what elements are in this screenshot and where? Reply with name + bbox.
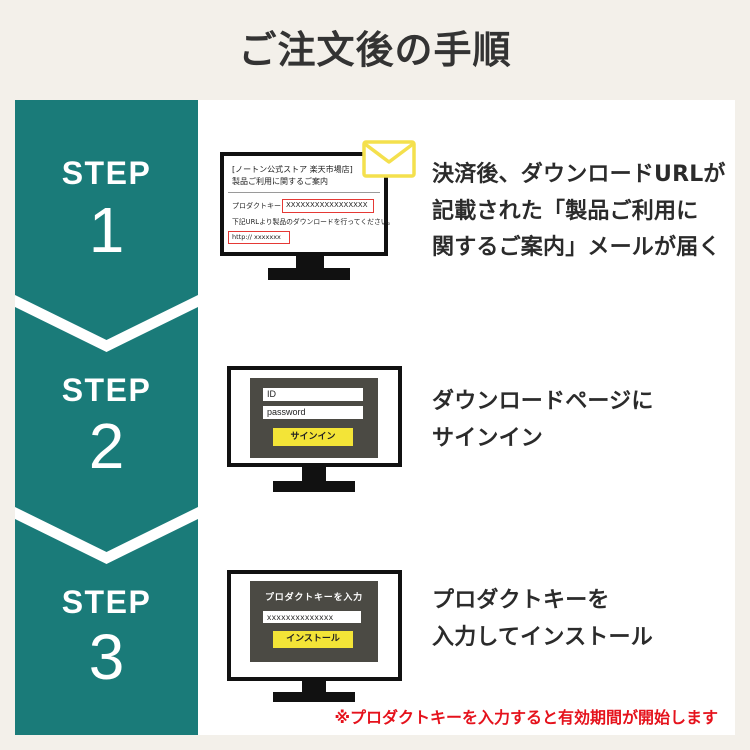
step-3-band (15, 519, 198, 735)
install-key-field: xxxxxxxxxxxxxx (263, 611, 361, 623)
install-heading: プロダクトキーを入力 (264, 593, 363, 603)
step-1-label: STEP (61, 155, 152, 191)
step-1-number: 1 (88, 194, 125, 266)
email-subject: 製品ご利用に関するご案内 (232, 177, 328, 186)
monitor-base (273, 692, 355, 702)
email-key-value: XXXXXXXXXXXXXXXXX (282, 199, 374, 213)
signin-id-field: ID (263, 388, 363, 401)
step-1-monitor: [ノートン公式ストア 楽天市場店] 製品ご利用に関するご案内 プロダクトキー X… (220, 140, 420, 282)
email-divider (228, 192, 380, 193)
email-url: http:// xxxxxxx (228, 231, 290, 244)
step-3-description: プロダクトキーを 入力してインストール (432, 583, 653, 656)
email-key-label: プロダクトキー (232, 202, 281, 210)
step-1-line: 決済後、ダウンロードURLが (432, 162, 726, 187)
step-3-line: プロダクトキーを (432, 588, 610, 613)
step-3-number: 3 (88, 621, 125, 693)
step-3-monitor: プロダクトキーを入力 xxxxxxxxxxxxxx インストール (227, 570, 402, 704)
step-1-line: 関するご案内」メールが届く (432, 235, 721, 260)
monitor-base (268, 268, 350, 280)
monitor-base (273, 481, 355, 492)
monitor-neck (302, 467, 326, 481)
step-3-label: STEP (61, 584, 152, 620)
step-2-monitor: ID password サインイン (227, 366, 402, 494)
email-store-name: [ノートン公式ストア 楽天市場店] (232, 165, 353, 174)
step-2-line: ダウンロードページに (432, 389, 654, 414)
step-2-band (15, 307, 198, 552)
step-3-line: 入力してインストール (432, 624, 653, 650)
step-2-line: サインイン (432, 425, 544, 451)
signin-button: サインイン (273, 428, 353, 446)
step-1-line: 記載された「製品ご利用に (432, 198, 699, 224)
signin-password-field: password (263, 406, 363, 419)
monitor-neck (296, 256, 324, 269)
email-instruction: 下記URLより製品のダウンロードを行ってください。 (232, 218, 395, 226)
step-2-description: ダウンロードページに サインイン (432, 384, 654, 457)
step-2-number: 2 (88, 410, 125, 482)
step-1-band (15, 100, 198, 340)
monitor-neck (302, 681, 326, 693)
step-1-description: 決済後、ダウンロードURLが 記載された「製品ご利用に 関するご案内」メールが届… (432, 157, 726, 267)
step-2-label: STEP (61, 372, 152, 408)
envelope-icon (362, 140, 416, 178)
step-chevron-column (15, 100, 198, 735)
activation-note: ※プロダクトキーを入力すると有効期間が開始します (334, 708, 718, 727)
install-button: インストール (273, 631, 353, 648)
page-title: ご注文後の手順 (238, 28, 512, 72)
